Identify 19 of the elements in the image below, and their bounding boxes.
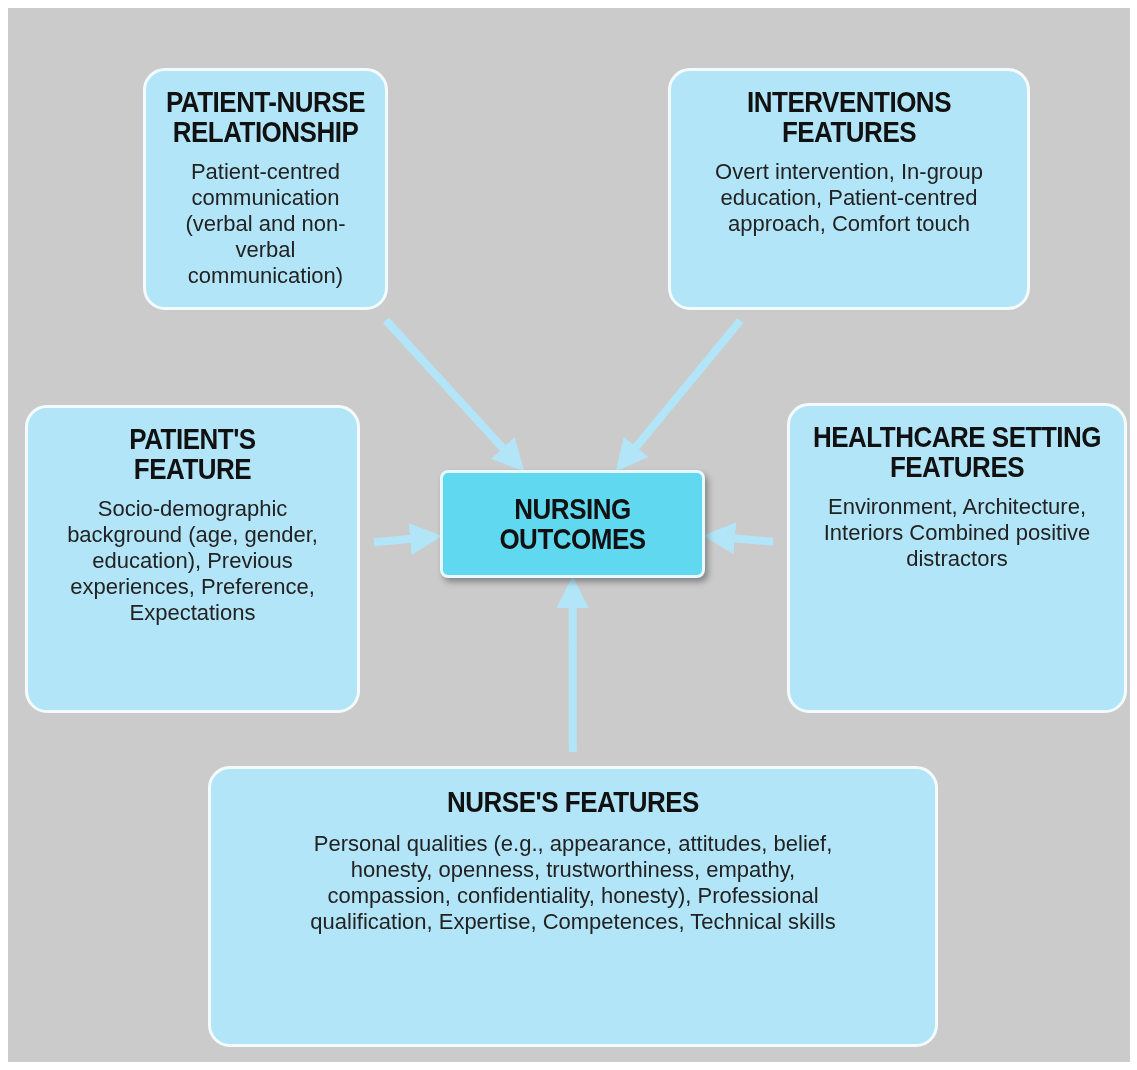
factor-box [208, 766, 938, 1047]
box-text: Overt intervention, In-group education, Patient-centred approach, Comfort touch [714, 159, 984, 237]
factor-box [787, 403, 1127, 713]
box-text: Personal qualities (e.g., appearance, attitudes, belief, honesty, openness, trustworthiness, empathy, compassion, confidentiality, honesty), Professional qualification, Expertise, Competences, Technical skills [309, 831, 837, 935]
box-text: Socio-demographic background (age, gender, education), Previous experiences, Preference, Expectations [66, 496, 319, 626]
factor-box [668, 68, 1030, 310]
box-heading: PATIENT'S FEATURE [128, 424, 257, 484]
box-heading: HEALTHCARE SETTING FEATURES [811, 422, 1103, 482]
box-text: Patient-centred communication (verbal and non-verbal communication) [184, 159, 347, 289]
outcome-box [440, 470, 705, 578]
box-text: Environment, Architecture, Interiors Combined positive distractors [822, 494, 1092, 572]
arrow [382, 317, 525, 472]
box-heading: NURSE'S FEATURES [447, 787, 699, 817]
box-heading: INTERVENTIONS FEATURES [746, 87, 952, 147]
factor-box [25, 405, 360, 713]
arrow [615, 318, 744, 472]
box-heading: NURSING OUTCOMES [498, 494, 647, 554]
box-heading: PATIENT-NURSE RELATIONSHIP [164, 87, 367, 147]
factor-box [143, 68, 388, 310]
